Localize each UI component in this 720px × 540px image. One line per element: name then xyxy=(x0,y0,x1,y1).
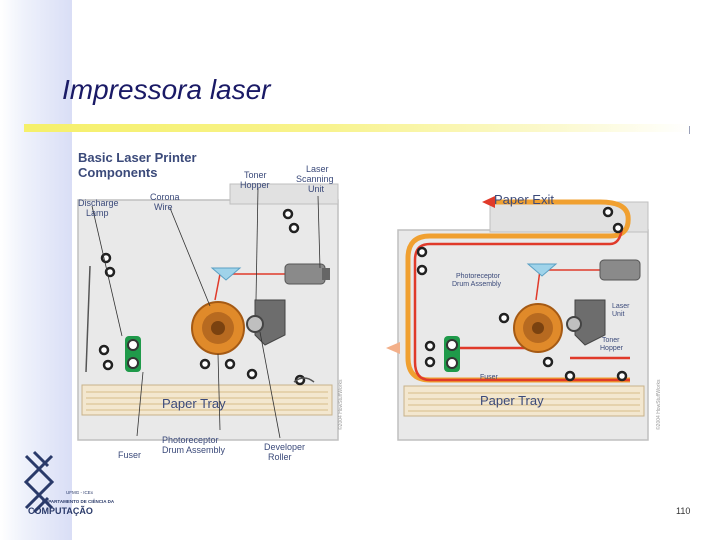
side-gradient-band xyxy=(0,0,72,540)
label-developer-2: Roller xyxy=(268,452,292,462)
left-laser-unit xyxy=(284,263,326,285)
right-rollers xyxy=(416,206,628,382)
label-toner-hopper-2: Hopper xyxy=(240,180,270,190)
logo-mark xyxy=(23,450,55,514)
right-laser-unit xyxy=(599,259,641,281)
label-photoreceptor-1: Photoreceptor xyxy=(162,435,219,445)
label-photoreceptor-2: Drum Assembly xyxy=(162,445,226,455)
label-right-toner-1: Toner xyxy=(602,337,620,344)
label-developer-1: Developer xyxy=(264,442,305,452)
label-laser-scanning-2: Scanning xyxy=(296,174,334,184)
label-corona-wire-1: Corona xyxy=(150,192,180,202)
left-mirror xyxy=(210,267,242,281)
slide-title: Impressora laser xyxy=(62,74,271,105)
label-right-photoreceptor-1: Photoreceptor xyxy=(456,273,501,280)
copyright-right: ©2004 HowStuffWorks xyxy=(655,379,662,430)
label-right-laser-2: Unit xyxy=(612,311,625,318)
logo-line2: DEPARTAMENTO DE CIÊNCIA DA xyxy=(42,497,115,504)
label-right-photoreceptor-2: Drum Assembly xyxy=(452,281,502,288)
label-discharge-lamp-2: Lamp xyxy=(86,208,109,218)
logo-line3: COMPUTAÇÃO xyxy=(28,506,93,516)
label-corona-wire-2: Wire xyxy=(154,202,173,212)
label-toner-hopper-1: Toner xyxy=(244,170,267,180)
label-paper-tray-left: Paper Tray xyxy=(162,396,226,411)
laser-printer-diagram: Basic Laser Printer Components Discharge… xyxy=(77,150,662,462)
left-rollers xyxy=(98,208,306,386)
label-paper-tray-right: Paper Tray xyxy=(480,393,544,408)
label-discharge-lamp-1: Discharge xyxy=(78,198,119,208)
underline-end-tick xyxy=(689,126,690,134)
right-printer: Paper Exit Paper Tray Photoreceptor Drum… xyxy=(386,192,662,441)
slide-number: 110 xyxy=(676,506,691,516)
title-underline xyxy=(24,124,690,132)
ufmg-dcc-logo: UFMG - ICEx DEPARTAMENTO DE CIÊNCIA DA C… xyxy=(23,450,115,516)
label-right-fuser: Fuser xyxy=(480,374,499,381)
left-heading-line2: Components xyxy=(78,165,157,180)
left-printer-top xyxy=(229,183,339,205)
right-mirror xyxy=(526,263,558,277)
label-fuser-left: Fuser xyxy=(118,450,141,460)
left-heading-line1: Basic Laser Printer xyxy=(78,150,197,165)
label-right-toner-2: Hopper xyxy=(600,345,624,352)
label-paper-exit: Paper Exit xyxy=(494,192,554,207)
copyright-left: ©2004 HowStuffWorks xyxy=(337,379,344,430)
right-paper-path xyxy=(405,199,631,383)
label-laser-scanning-1: Laser xyxy=(306,164,329,174)
left-printer: Basic Laser Printer Components Discharge… xyxy=(77,150,344,462)
label-right-laser-1: Laser xyxy=(612,303,630,310)
logo-line1: UFMG - ICEx xyxy=(66,490,94,495)
label-laser-scanning-3: Unit xyxy=(308,184,325,194)
left-developer-roller xyxy=(246,315,264,333)
